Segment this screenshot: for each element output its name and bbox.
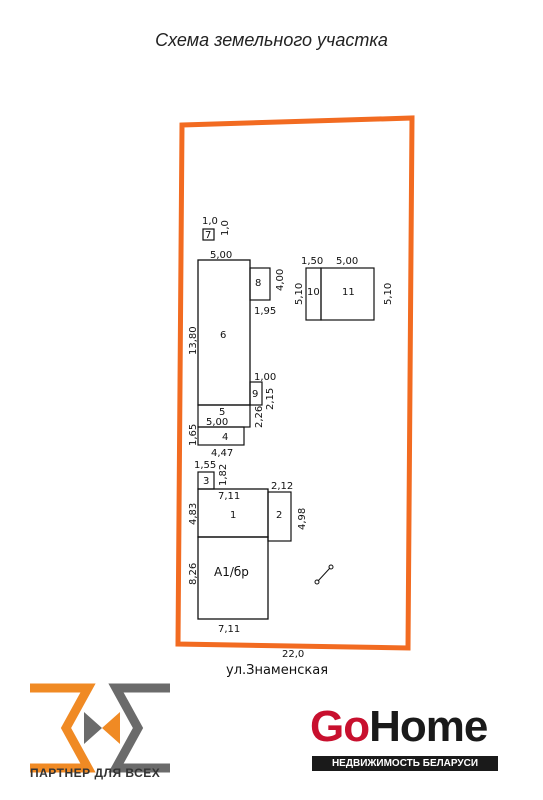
building-7 <box>202 228 215 241</box>
building-10-width: 1,50 <box>301 256 323 267</box>
page-title: Схема земельного участка <box>155 30 388 50</box>
building-a1-label: А1/бр <box>214 565 249 579</box>
building-1-height: 4,83 <box>188 503 199 525</box>
building-6-height: 13,80 <box>188 326 199 355</box>
partner-logo <box>30 683 170 773</box>
building-8-label: 8 <box>255 278 261 289</box>
building-2-label: 2 <box>276 510 282 521</box>
building-8 <box>249 267 271 301</box>
building-6-width: 5,00 <box>210 250 232 261</box>
building-11 <box>320 267 375 321</box>
building-6-label: 6 <box>220 330 226 341</box>
building-5-label: 5 <box>219 407 225 418</box>
building-9 <box>249 381 263 406</box>
gohome-tagline: НЕДВИЖИМОСТЬ БЕЛАРУСИ <box>312 756 498 771</box>
plot-boundary <box>175 115 415 651</box>
building-3-label: 3 <box>203 476 209 487</box>
building-4-label: 4 <box>222 432 228 443</box>
building-11-label: 11 <box>342 287 355 298</box>
building-4-height: 1,65 <box>188 424 199 446</box>
building-7-label: 7 <box>205 230 211 241</box>
building-9-height: 2,15 <box>265 388 276 410</box>
building-10-label: 10 <box>307 287 320 298</box>
building-1-label: 1 <box>230 510 236 521</box>
building-10-height: 5,10 <box>294 283 305 305</box>
building-2-height: 4,98 <box>297 508 308 530</box>
gohome-logo: GoHome <box>310 702 488 751</box>
building-a1-height: 8,26 <box>188 563 199 585</box>
building-3-height: 1,82 <box>218 464 229 486</box>
building-3-width: 1,55 <box>194 460 216 471</box>
partner-slogan: ПАРТНЕР ДЛЯ ВСЕХ <box>30 766 161 780</box>
building-9-width: 1,00 <box>254 372 276 383</box>
building-11-height: 5,10 <box>383 283 394 305</box>
plot-width-label: 22,0 <box>282 649 304 660</box>
building-2 <box>267 491 292 542</box>
well-symbol <box>314 564 334 585</box>
building-5-height: 2,26 <box>254 406 265 428</box>
building-5-width: 5,00 <box>206 417 228 428</box>
building-a1-width: 7,11 <box>218 624 240 635</box>
building-9-label: 9 <box>252 389 258 400</box>
gohome-logo-go: Go <box>310 702 370 751</box>
building-4-width: 4,47 <box>211 448 233 459</box>
building-8-width: 1,95 <box>254 306 276 317</box>
building-1-width: 7,11 <box>218 491 240 502</box>
building-8-height: 4,00 <box>275 269 286 291</box>
building-a1 <box>197 536 269 620</box>
building-4 <box>197 426 245 446</box>
building-7-height: 1,0 <box>220 220 231 236</box>
building-11-width: 5,00 <box>336 256 358 267</box>
building-2-width: 2,12 <box>271 481 293 492</box>
building-7-width: 1,0 <box>202 216 218 227</box>
street-name: ул.Знаменская <box>226 663 328 678</box>
gohome-logo-home: Home <box>369 702 488 751</box>
